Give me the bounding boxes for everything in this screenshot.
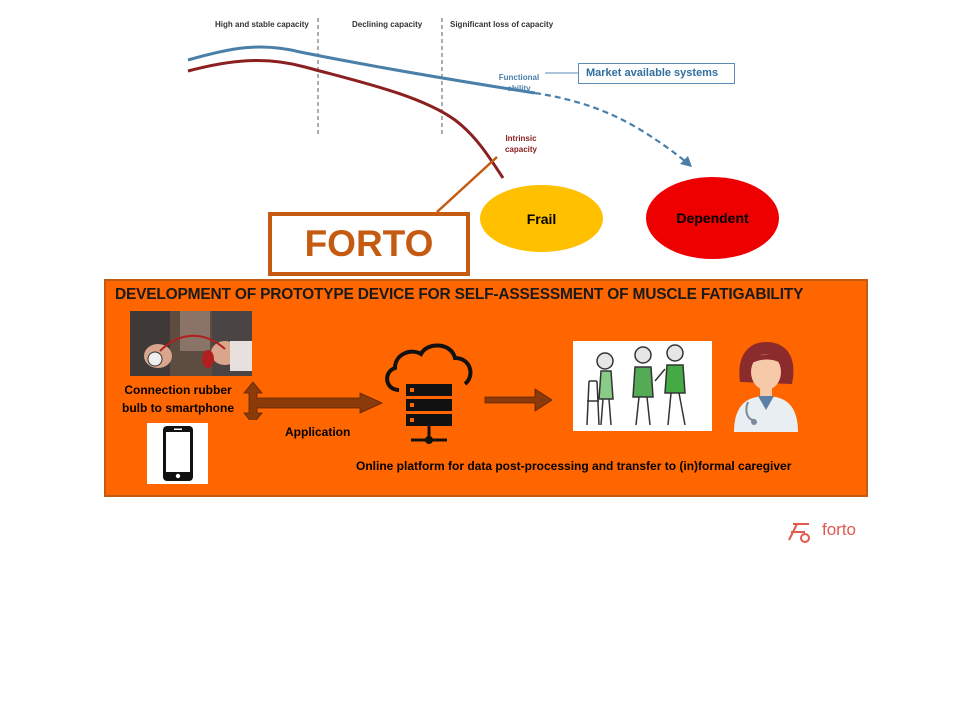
connection-label-line1: Connection rubber (124, 383, 232, 397)
panel-arrows (243, 381, 553, 420)
intrinsic-capacity-curve (187, 59, 505, 179)
market-systems-box: Market available systems (578, 63, 735, 84)
intrinsic-capacity-label: Intrinsic capacity (496, 133, 546, 155)
smartphone-icon (147, 423, 208, 484)
functional-label-line2: ability (507, 84, 531, 93)
forto-label: FORTO (304, 223, 434, 264)
forto-brand-text: forto (822, 520, 857, 539)
dashed-arrowhead (680, 156, 692, 167)
connection-label: Connection rubber bulb to smartphone (108, 381, 248, 417)
capacity-chart (187, 18, 692, 213)
market-systems-label: Market available systems (586, 67, 719, 79)
phase-label-3: Significant loss of capacity (450, 20, 554, 29)
functional-ability-label: Functional ability (492, 72, 546, 94)
phase-label-1: High and stable capacity (215, 20, 309, 29)
hands-with-bulb-photo (130, 311, 252, 376)
right-arrow (484, 388, 553, 412)
connection-label-line2: bulb to smartphone (122, 401, 234, 415)
doctor-icon (734, 342, 798, 432)
bidirectional-arrow (243, 381, 383, 420)
functional-ability-dashed (534, 91, 691, 166)
cloud-server-icon (385, 343, 473, 444)
elderly-people-icon (573, 341, 712, 431)
smartphone-graphic (163, 426, 193, 481)
panel-title: DEVELOPMENT OF PROTOTYPE DEVICE FOR SELF… (115, 286, 804, 303)
forto-logo-icon (788, 523, 810, 543)
functional-label-line1: Functional (498, 73, 540, 82)
hands-photo-graphic (130, 311, 252, 376)
application-label: Application (285, 425, 351, 439)
dependent-ellipse: Dependent (646, 177, 779, 259)
intrinsic-label-line1: Intrinsic (505, 134, 537, 143)
elderly-people-graphic (586, 344, 686, 426)
frail-ellipse: Frail (480, 185, 603, 252)
forto-box: FORTO (268, 212, 470, 276)
phase-label-2: Declining capacity (352, 20, 423, 29)
forto-connector (436, 156, 498, 213)
frail-label: Frail (526, 210, 557, 227)
functional-ability-curve (187, 45, 536, 95)
dependent-label: Dependent (676, 210, 749, 226)
intrinsic-label-line2: capacity (504, 145, 538, 154)
online-platform-label: Online platform for data post-processing… (356, 459, 792, 473)
